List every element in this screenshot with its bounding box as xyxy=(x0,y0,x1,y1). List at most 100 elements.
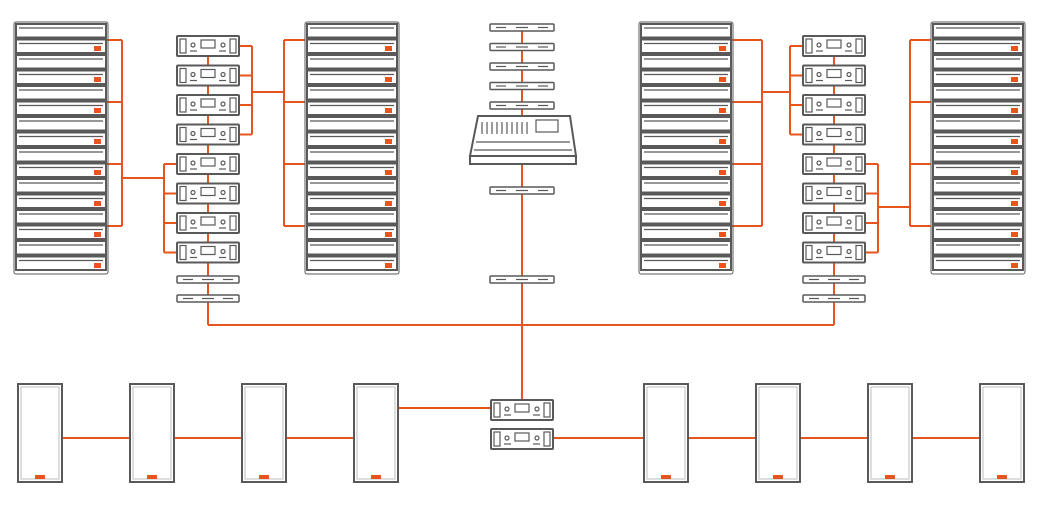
subwoofer-icon xyxy=(755,383,801,483)
line-array-icon xyxy=(932,255,1024,271)
amp-handle-right xyxy=(229,156,237,172)
amplifier-icon xyxy=(802,94,866,116)
array-module xyxy=(306,255,398,271)
line-array-icon xyxy=(640,116,732,132)
array-module xyxy=(15,85,107,101)
array-module xyxy=(640,54,732,70)
amplifier-icon xyxy=(802,212,866,234)
amp-display xyxy=(826,98,842,108)
module-indicator xyxy=(94,139,101,144)
array-module xyxy=(932,178,1024,194)
line-array-icon xyxy=(306,85,398,101)
line-array-icon xyxy=(15,255,107,271)
amp-led xyxy=(816,189,822,196)
array-module xyxy=(640,38,732,54)
module-indicator xyxy=(385,108,392,113)
console-base xyxy=(469,155,577,165)
processor-icon xyxy=(489,23,555,32)
module-indicator xyxy=(385,139,392,144)
network-switch-icon xyxy=(489,275,555,284)
array-module xyxy=(15,224,107,240)
line-array-icon xyxy=(306,255,398,271)
module-indicator xyxy=(94,46,101,51)
subwoofer-icon xyxy=(129,383,175,483)
line-array-icon xyxy=(306,240,398,256)
amp-handle-right xyxy=(229,97,237,113)
amp-led xyxy=(846,219,852,225)
line-arrays xyxy=(13,21,1026,275)
module-indicator xyxy=(1011,201,1018,206)
amp-led xyxy=(220,71,226,78)
amplifier-icon xyxy=(176,153,240,175)
array-frame xyxy=(304,21,400,275)
sub-badge xyxy=(35,475,45,479)
module-indicator xyxy=(719,170,726,175)
line-array-icon xyxy=(932,224,1024,240)
amp-handle-left xyxy=(179,156,187,172)
subwoofer-icon xyxy=(643,383,689,483)
amplifier-icon xyxy=(802,123,866,146)
amp-handle-left xyxy=(805,67,813,84)
module-indicator xyxy=(385,77,392,82)
array-module xyxy=(15,100,107,116)
array-module xyxy=(932,85,1024,101)
line-array-icon xyxy=(640,178,732,194)
network-switch-icon xyxy=(176,294,240,303)
amp-led xyxy=(220,219,226,225)
amplifier-icon xyxy=(802,241,866,264)
line-array-icon xyxy=(932,69,1024,85)
module-indicator xyxy=(94,201,101,206)
array-module xyxy=(932,131,1024,147)
amp-handle-left xyxy=(805,215,813,231)
amplifier-icon xyxy=(176,94,240,116)
amp-handle-left xyxy=(179,67,187,84)
sub-badge xyxy=(371,475,381,479)
array-module xyxy=(306,69,398,85)
line-array-icon xyxy=(15,69,107,85)
array-module xyxy=(932,255,1024,271)
array-module xyxy=(640,69,732,85)
module-indicator xyxy=(385,232,392,237)
module-indicator xyxy=(719,263,726,268)
amp-display xyxy=(200,245,216,256)
line-array-icon xyxy=(15,100,107,116)
array-module xyxy=(306,116,398,132)
line-array-icon xyxy=(306,147,398,163)
line-array-left-inner xyxy=(304,21,400,275)
amp-display xyxy=(826,245,842,256)
line-array-icon xyxy=(306,209,398,225)
array-frame xyxy=(638,21,734,275)
module-indicator xyxy=(94,263,101,268)
sub-cabinet xyxy=(867,383,913,483)
amp-display xyxy=(514,432,530,442)
amp-handle-right xyxy=(855,156,863,172)
line-array-icon xyxy=(932,178,1024,194)
array-module xyxy=(640,193,732,209)
amp-led xyxy=(190,189,196,196)
line-array-icon xyxy=(15,178,107,194)
array-module xyxy=(306,100,398,116)
amp-led xyxy=(190,71,196,78)
line-array-icon xyxy=(932,100,1024,116)
array-module xyxy=(306,54,398,70)
line-array-icon xyxy=(306,100,398,116)
sub-cabinet xyxy=(643,383,689,483)
network-switch-icon xyxy=(176,275,240,284)
array-module xyxy=(306,38,398,54)
array-module xyxy=(15,54,107,70)
amp-rack-right xyxy=(802,35,866,303)
network-switch-icon xyxy=(802,275,866,284)
amplifier-racks xyxy=(176,35,866,303)
module-indicator xyxy=(719,232,726,237)
module-indicator xyxy=(94,77,101,82)
amp-led xyxy=(220,248,226,255)
network-switch-icon xyxy=(489,186,555,195)
amp-handle-right xyxy=(855,215,863,231)
amp-handle-left xyxy=(805,38,813,54)
sub-badge xyxy=(773,475,783,479)
amp-led xyxy=(504,406,510,412)
amplifier-icon xyxy=(176,123,240,146)
amp-handle-left xyxy=(179,244,187,261)
line-array-right-inner xyxy=(638,21,734,275)
